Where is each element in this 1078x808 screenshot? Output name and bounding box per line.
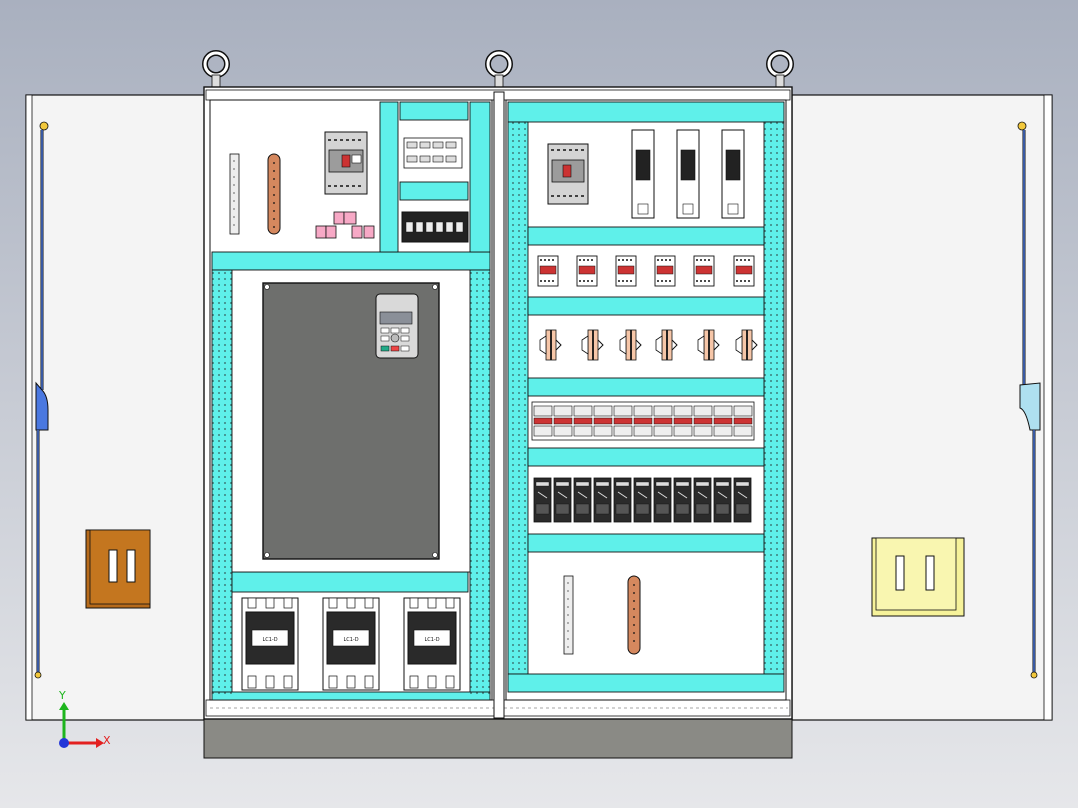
io-module-5 [613, 477, 632, 523]
terminal-block-5 [613, 405, 633, 437]
terminal-block-1 [533, 405, 553, 437]
contactor-2[interactable]: LC1-D [322, 597, 380, 691]
terminal-block-8 [673, 405, 693, 437]
io-module-9 [693, 477, 712, 523]
terminal-block-7 [653, 405, 673, 437]
io-module-8 [673, 477, 692, 523]
terminal-lug-3 [619, 329, 642, 361]
io-module-10 [713, 477, 732, 523]
contactor-1-label: LC1-D [262, 637, 277, 643]
left-door-handle[interactable] [34, 121, 49, 679]
terminal-lug-2 [581, 329, 604, 361]
terminal-block-3 [573, 405, 593, 437]
io-module-7 [653, 477, 672, 523]
io-module-2 [553, 477, 572, 523]
lifting-eye-middle [485, 50, 513, 88]
left-bay: LC1-D LC1-D LC1-D [209, 99, 493, 701]
terminal-block-row [531, 401, 755, 441]
lifting-eyes [202, 50, 794, 88]
terminal-block-4 [593, 405, 613, 437]
io-module-1 [533, 477, 552, 523]
terminal-block-10 [713, 405, 733, 437]
relay-5[interactable] [693, 255, 715, 287]
terminal-lug-4 [655, 329, 678, 361]
main-circuit-breaker[interactable] [324, 131, 368, 195]
io-module-6 [633, 477, 652, 523]
fuse-holder-3[interactable] [721, 129, 745, 219]
coordinate-triad: X Y [58, 689, 111, 748]
relay-3[interactable] [615, 255, 637, 287]
relay-6[interactable] [733, 255, 755, 287]
branch-circuit-breaker[interactable] [547, 143, 589, 205]
terminal-block-9 [693, 405, 713, 437]
copper-busbar-left [267, 153, 281, 235]
cabinet-plinth [203, 717, 793, 759]
terminal-lug-5 [697, 329, 720, 361]
pink-terminal-blocks [315, 211, 375, 239]
right-bay [505, 99, 787, 701]
right-duct-perforations [508, 122, 784, 674]
io-module-4 [593, 477, 612, 523]
left-duct-perforations [212, 270, 490, 694]
contactor-3-label: LC1-D [424, 637, 439, 643]
left-door[interactable] [25, 94, 207, 721]
fuse-holder-2[interactable] [676, 129, 700, 219]
vfd-keypad[interactable] [375, 293, 419, 359]
io-module-3 [573, 477, 592, 523]
terminal-block-6 [633, 405, 653, 437]
relay-strip-top [403, 137, 463, 169]
variable-frequency-drive[interactable] [262, 282, 440, 560]
copper-busbar-right [627, 575, 641, 655]
fuse-holder-1[interactable] [631, 129, 655, 219]
contactor-2-label: LC1-D [343, 637, 358, 643]
contactor-1[interactable]: LC1-D [241, 597, 299, 691]
terminal-lug-1 [539, 329, 562, 361]
din-rail-vertical-left [229, 153, 240, 235]
terminal-strip-black [401, 211, 469, 243]
lug-row [539, 329, 758, 361]
left-door-lock[interactable] [85, 529, 151, 609]
terminal-block-2 [553, 405, 573, 437]
black-module-row [533, 477, 752, 523]
relay-4[interactable] [654, 255, 676, 287]
relay-1[interactable] [537, 255, 559, 287]
contactor-3[interactable]: LC1-D [403, 597, 461, 691]
terminal-block-11 [733, 405, 753, 437]
lifting-eye-right [766, 50, 794, 88]
relay-2[interactable] [576, 255, 598, 287]
x-axis-label: X [103, 734, 111, 747]
din-rail-vertical-right [563, 575, 574, 655]
right-door[interactable] [791, 94, 1053, 721]
y-axis-label: Y [58, 689, 66, 702]
relay-row [537, 255, 755, 287]
terminal-lug-6 [735, 329, 758, 361]
right-door-lock[interactable] [871, 537, 965, 617]
io-module-11 [733, 477, 752, 523]
right-door-handle[interactable] [1017, 121, 1041, 679]
